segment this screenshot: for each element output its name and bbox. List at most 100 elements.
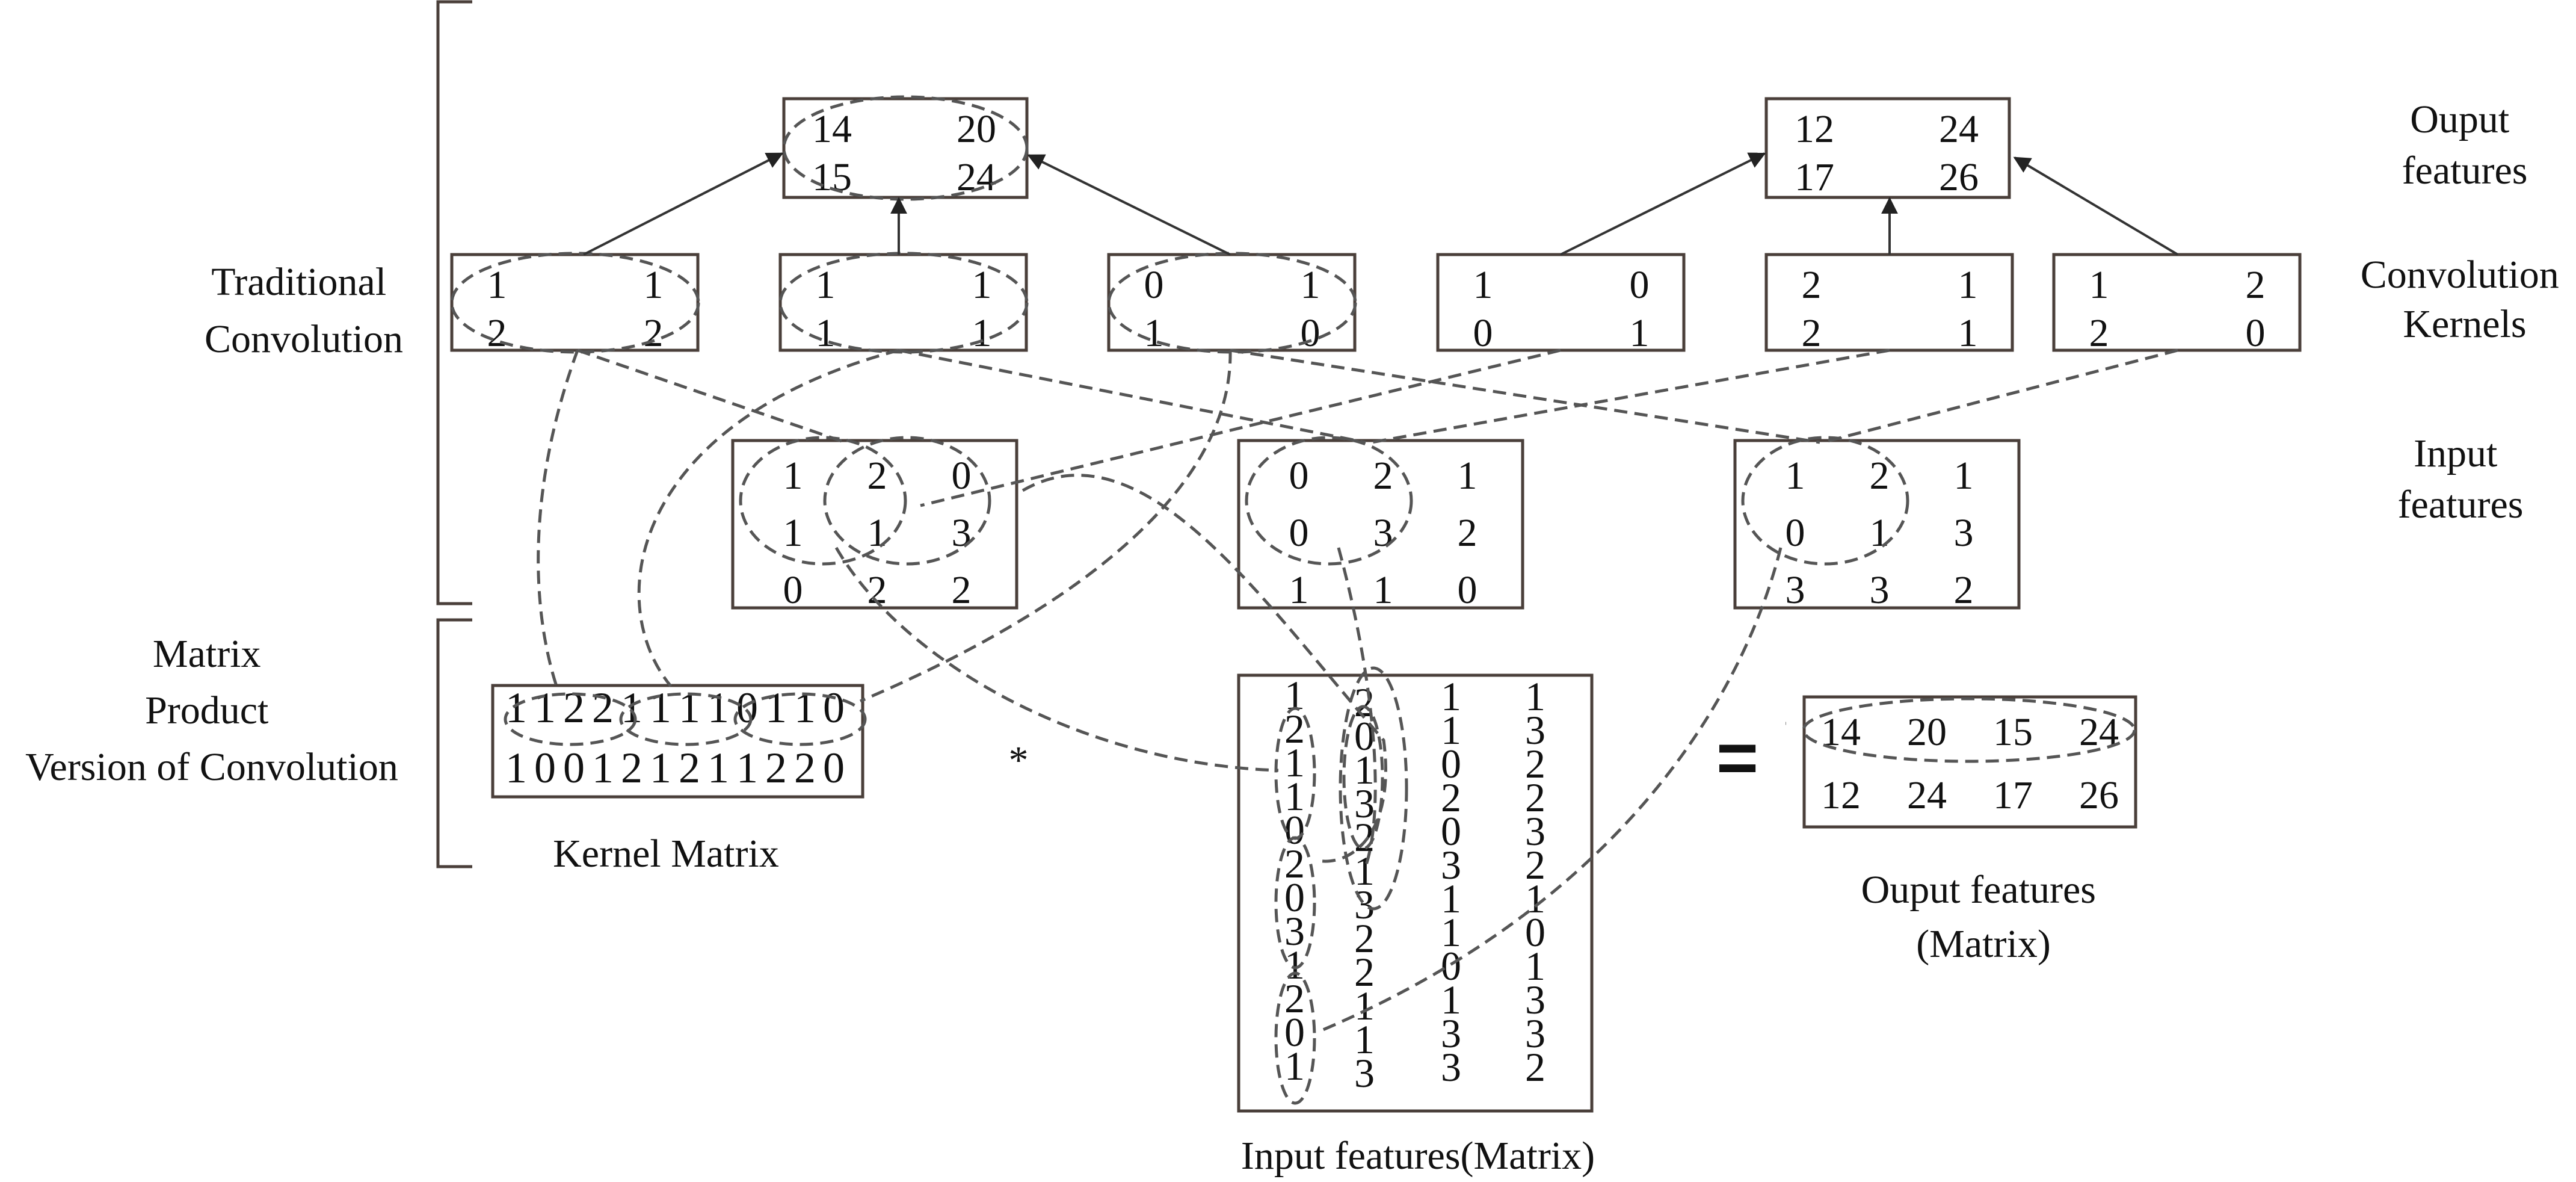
kernel-matrix-value: 2: [621, 744, 642, 792]
input-matrix-value: 2: [1441, 775, 1461, 820]
connector: [1021, 474, 1387, 863]
kernel-matrix-value: 1: [736, 744, 758, 792]
output-features-label: Ouput features: [2402, 97, 2528, 193]
highlight-ellipse: [733, 692, 867, 746]
highlight-ellipse: [782, 95, 1029, 201]
highlight-ellipse: [1274, 971, 1316, 1105]
connector: [577, 348, 846, 444]
convolution-kernels-label: Convolution Kernels: [2361, 253, 2569, 346]
input-matrix-value: 3: [1525, 977, 1545, 1023]
input-feature-value: 0: [1786, 511, 1805, 555]
kernel-matrix-value: 1: [592, 744, 614, 792]
kernel-value: 1: [972, 311, 992, 355]
kernel-value: 2: [644, 311, 664, 355]
output-feature-value: 14: [812, 107, 852, 151]
input-feature-value: 1: [1289, 568, 1309, 612]
kernel-value: 1: [1144, 311, 1164, 355]
kernel-matrix-value: 2: [765, 744, 787, 792]
kernel-box: [450, 253, 700, 352]
input-matrix-value: 0: [1525, 909, 1545, 955]
input-matrix-value: 2: [1354, 915, 1375, 961]
dashed-connectors: [537, 348, 2178, 1034]
output-matrix-label: Ouput features (Matrix): [1861, 868, 2106, 966]
arrow: [583, 152, 784, 256]
input-matrix-value: 3: [1525, 1010, 1545, 1056]
highlight-ellipse: [1274, 836, 1316, 970]
highlight-ellipse: [778, 252, 1029, 354]
input-matrix-value: 0: [1284, 1009, 1305, 1055]
kernel-value: 2: [2089, 311, 2109, 355]
input-matrix-value: 2: [1525, 842, 1545, 888]
output-matrix-box: [1802, 695, 2137, 829]
input-feature-value: 2: [1870, 454, 1890, 498]
output-feature-value: 20: [957, 107, 996, 151]
input-matrix-value: 1: [1525, 673, 1545, 719]
input-matrix-value: 1: [1354, 747, 1375, 793]
input-feature-value: 0: [1289, 511, 1309, 555]
kernel-matrix-value: 0: [534, 744, 556, 792]
kernel-value: 0: [2246, 311, 2266, 355]
input-matrix-value: 2: [1525, 741, 1545, 787]
input-matrix-value: 3: [1354, 882, 1375, 927]
kernel-value: 1: [1630, 311, 1650, 355]
kernel-value: 1: [1301, 263, 1320, 307]
input-feature-value: 2: [952, 568, 972, 612]
output-matrix-value: 24: [2079, 710, 2119, 754]
input-feature-value: 1: [783, 454, 803, 498]
output-feature-value: 24: [1939, 107, 1979, 151]
input-matrix-value: 1: [1354, 848, 1375, 894]
kernel-value: 1: [972, 263, 992, 307]
kernel-matrix-value: 1: [621, 684, 642, 732]
highlight-ellipse: [450, 252, 700, 354]
kernel-value: 1: [487, 263, 507, 307]
input-matrix-value: 1: [1284, 672, 1305, 718]
kernel-matrix-value: 1: [505, 684, 527, 732]
input-feature-value: 3: [1870, 568, 1890, 612]
highlight-ellipse: [1245, 436, 1413, 566]
output-feature-value: 17: [1795, 155, 1834, 199]
kernel-value: 0: [1473, 311, 1493, 355]
kernel-value: 2: [1802, 311, 1822, 355]
connector: [1230, 348, 1820, 444]
kernel-value: 0: [1144, 263, 1164, 307]
kernel-matrix-value: 0: [823, 684, 845, 732]
kernel-to-output-arrows: [583, 152, 2179, 256]
connector: [898, 348, 1366, 444]
kernel-value: 1: [1958, 263, 1978, 307]
output-matrix-value: 15: [1993, 710, 2033, 754]
kernel-value: 1: [1958, 311, 1978, 355]
connector: [537, 350, 579, 687]
output-feature-value: 26: [1939, 155, 1979, 199]
input-feature-value: 2: [867, 454, 887, 498]
input-feature-value: 2: [1458, 511, 1478, 555]
input-matrix-value: 3: [1354, 781, 1375, 826]
matrix-product-bracket: [436, 618, 472, 868]
kernel-value: 2: [2246, 263, 2266, 307]
input-feature-value: 1: [1954, 454, 1974, 498]
output-feature-value: 15: [812, 155, 852, 199]
highlight-ellipse: [739, 436, 907, 566]
input-matrix-value: 3: [1354, 1050, 1375, 1096]
input-matrix-value: 1: [1354, 983, 1375, 1029]
input-matrix-value: 0: [1284, 807, 1305, 853]
highlight-ellipse: [619, 692, 753, 746]
input-matrix-value: 0: [1441, 808, 1461, 854]
kernel-matrix-value: 1: [794, 684, 816, 732]
input-feature-value: 2: [1373, 454, 1393, 498]
output-matrix-value: 17: [1993, 773, 2033, 817]
input-matrix-value: 2: [1525, 775, 1545, 820]
kernel-value: 0: [1301, 311, 1320, 355]
input-feature-value: 1: [867, 511, 887, 555]
input-matrix-value: 1: [1441, 977, 1461, 1023]
input-matrix-value: 0: [1441, 943, 1461, 989]
input-matrix-value: 1: [1525, 943, 1545, 989]
kernel-matrix-value: 1: [534, 684, 556, 732]
input-feature-value: 1: [1870, 511, 1890, 555]
kernel-value: 0: [1630, 263, 1650, 307]
kernel-matrix-value: 2: [679, 744, 700, 792]
input-feature-value: 3: [952, 511, 972, 555]
input-matrix-value: 3: [1441, 1044, 1461, 1090]
